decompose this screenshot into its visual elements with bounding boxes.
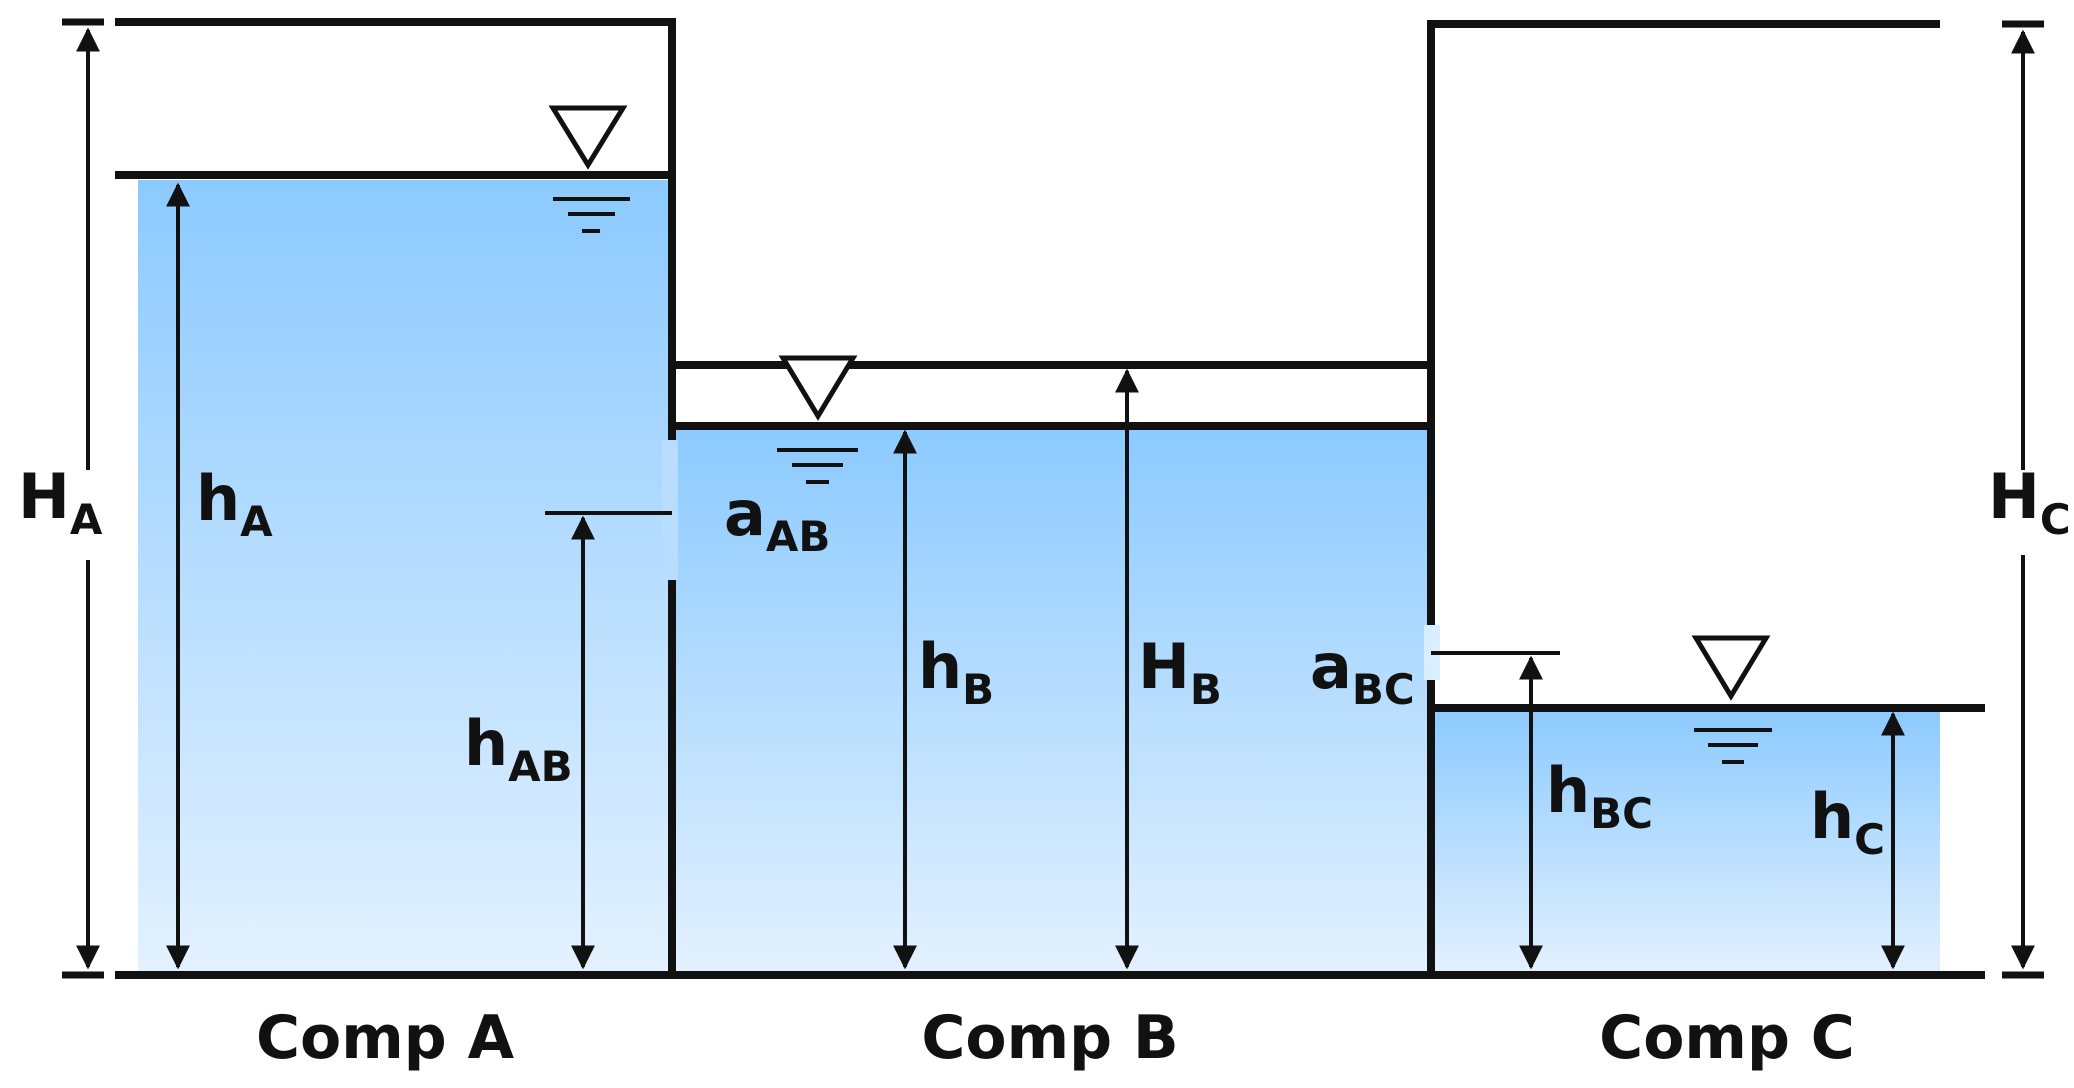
comp-label-c: Comp C <box>1599 1003 1855 1073</box>
free-surface-symbol-a <box>548 105 630 233</box>
label-a-BC: aBC <box>1310 630 1415 714</box>
label-H-B: HB <box>1138 630 1222 714</box>
free-surface-symbol-b <box>777 355 858 484</box>
label-h-AB: hAB <box>464 707 573 791</box>
comp-label-a: Comp A <box>256 1003 515 1073</box>
label-h-B: hB <box>918 630 994 714</box>
label-h-BC: hBC <box>1546 754 1653 838</box>
water-comp-b <box>672 428 1431 975</box>
label-h-A: hA <box>196 462 273 546</box>
label-h-C: hC <box>1810 780 1885 864</box>
label-H-A: HA <box>18 460 103 544</box>
label-a-AB: aAB <box>724 477 830 561</box>
free-surface-symbol-c <box>1691 635 1772 764</box>
water-comp-a <box>138 180 668 975</box>
comp-label-b: Comp B <box>921 1003 1178 1073</box>
label-H-C: HC <box>1988 460 2071 544</box>
orifice-ab <box>662 440 678 580</box>
